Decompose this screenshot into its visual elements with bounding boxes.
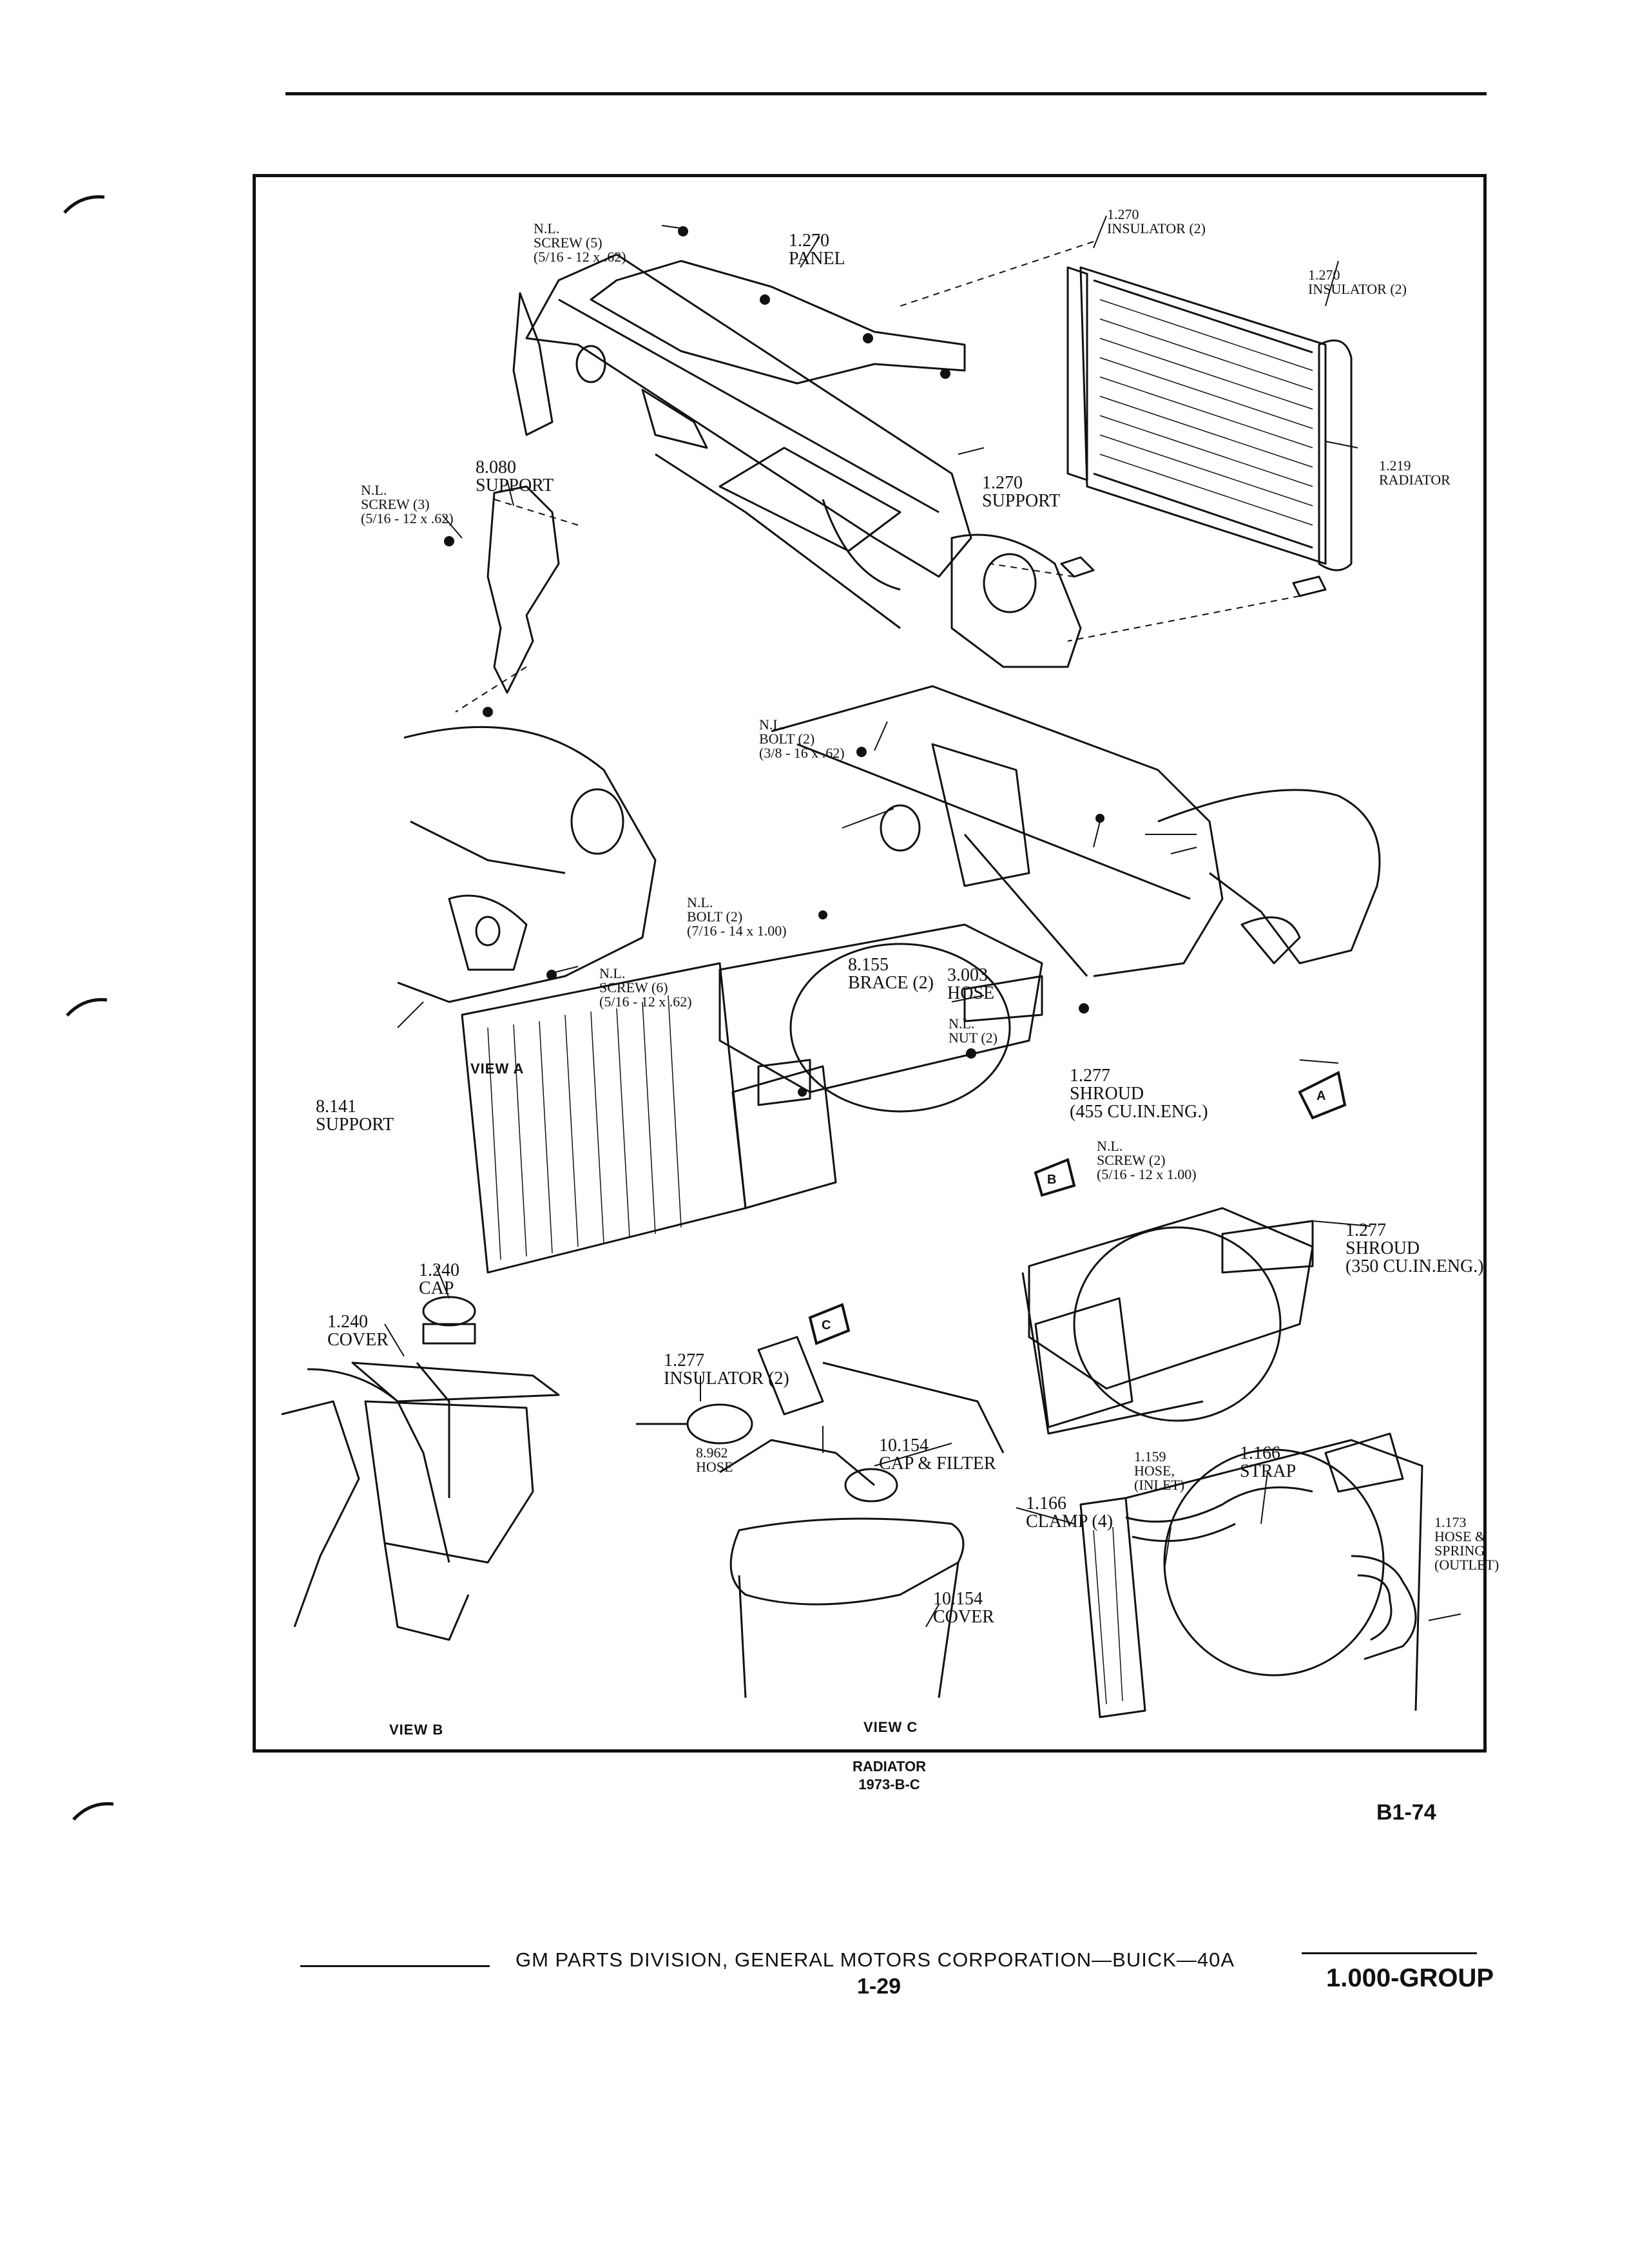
callout-bolt-2-b: N.L.BOLT (2)(7/16 - 14 x 1.00) <box>687 894 787 939</box>
caption-year: 1973-B-C <box>858 1776 920 1792</box>
radiator-exploded-diagram: A B C <box>281 215 1461 1718</box>
view-marker-arrows <box>808 1071 1347 1345</box>
figure-caption: RADIATOR 1973-B-C <box>825 1758 954 1794</box>
binder-mark-1 <box>63 195 105 214</box>
radiator-core <box>1060 266 1353 597</box>
view-marker-c <box>808 1303 851 1345</box>
footer-publisher: GM PARTS DIVISION, GENERAL MOTORS CORPOR… <box>516 1948 1235 1971</box>
view-marker-a <box>1298 1071 1347 1120</box>
view-c-label: VIEW C <box>863 1719 918 1735</box>
view-marker-b <box>1034 1158 1076 1197</box>
footer-group: 1.000-GROUP <box>1326 1964 1494 1992</box>
callout-screw-6: N.L.SCREW (6)(5/16 - 12 x .62) <box>599 965 692 1010</box>
caption-title: RADIATOR <box>852 1758 927 1774</box>
callout-screw-2: N.L.SCREW (2)(5/16 - 12 x 1.00) <box>1097 1138 1197 1182</box>
radiator-support-frame <box>512 253 1082 668</box>
view-marker-a-label: A <box>1316 1089 1325 1103</box>
view-a-drawing <box>397 726 657 1003</box>
figure-frame <box>253 174 1487 1753</box>
support-8080-bracket <box>487 485 560 694</box>
callout-nut-2: N.L.NUT (2) <box>949 1015 998 1046</box>
page-code: B1-74 <box>1376 1800 1436 1825</box>
binder-mark-2 <box>66 998 108 1017</box>
callout-screw-3: N.L.SCREW (3)(5/16 - 12 x .62) <box>361 482 454 526</box>
footer-rule-left <box>300 1965 490 1967</box>
header-rule <box>285 92 1487 95</box>
view-marker-c-label: C <box>822 1318 831 1332</box>
view-c-drawing <box>636 1336 1005 1698</box>
footer-page-number: 1-29 <box>857 1974 901 1999</box>
view-a-label: VIEW A <box>470 1061 525 1077</box>
view-b-label: VIEW B <box>389 1722 444 1738</box>
shroud-455-drawing <box>461 923 1043 1274</box>
callout-bolt-2-a: N.L.BOLT (2)(3/8 - 16 x .62) <box>759 716 845 761</box>
lower-right-hoses-drawing <box>1079 1432 1423 1718</box>
engine-front-drawing <box>771 685 1381 977</box>
callout-screw-5: N.L.SCREW (5)(5/16 - 12 x .62) <box>534 220 626 265</box>
shroud-350-drawing <box>1021 1207 1314 1435</box>
binder-mark-3 <box>72 1802 114 1821</box>
view-b-drawing <box>281 1296 560 1641</box>
view-marker-b-label: B <box>1047 1173 1056 1187</box>
footer-rule-right <box>1302 1952 1477 1954</box>
